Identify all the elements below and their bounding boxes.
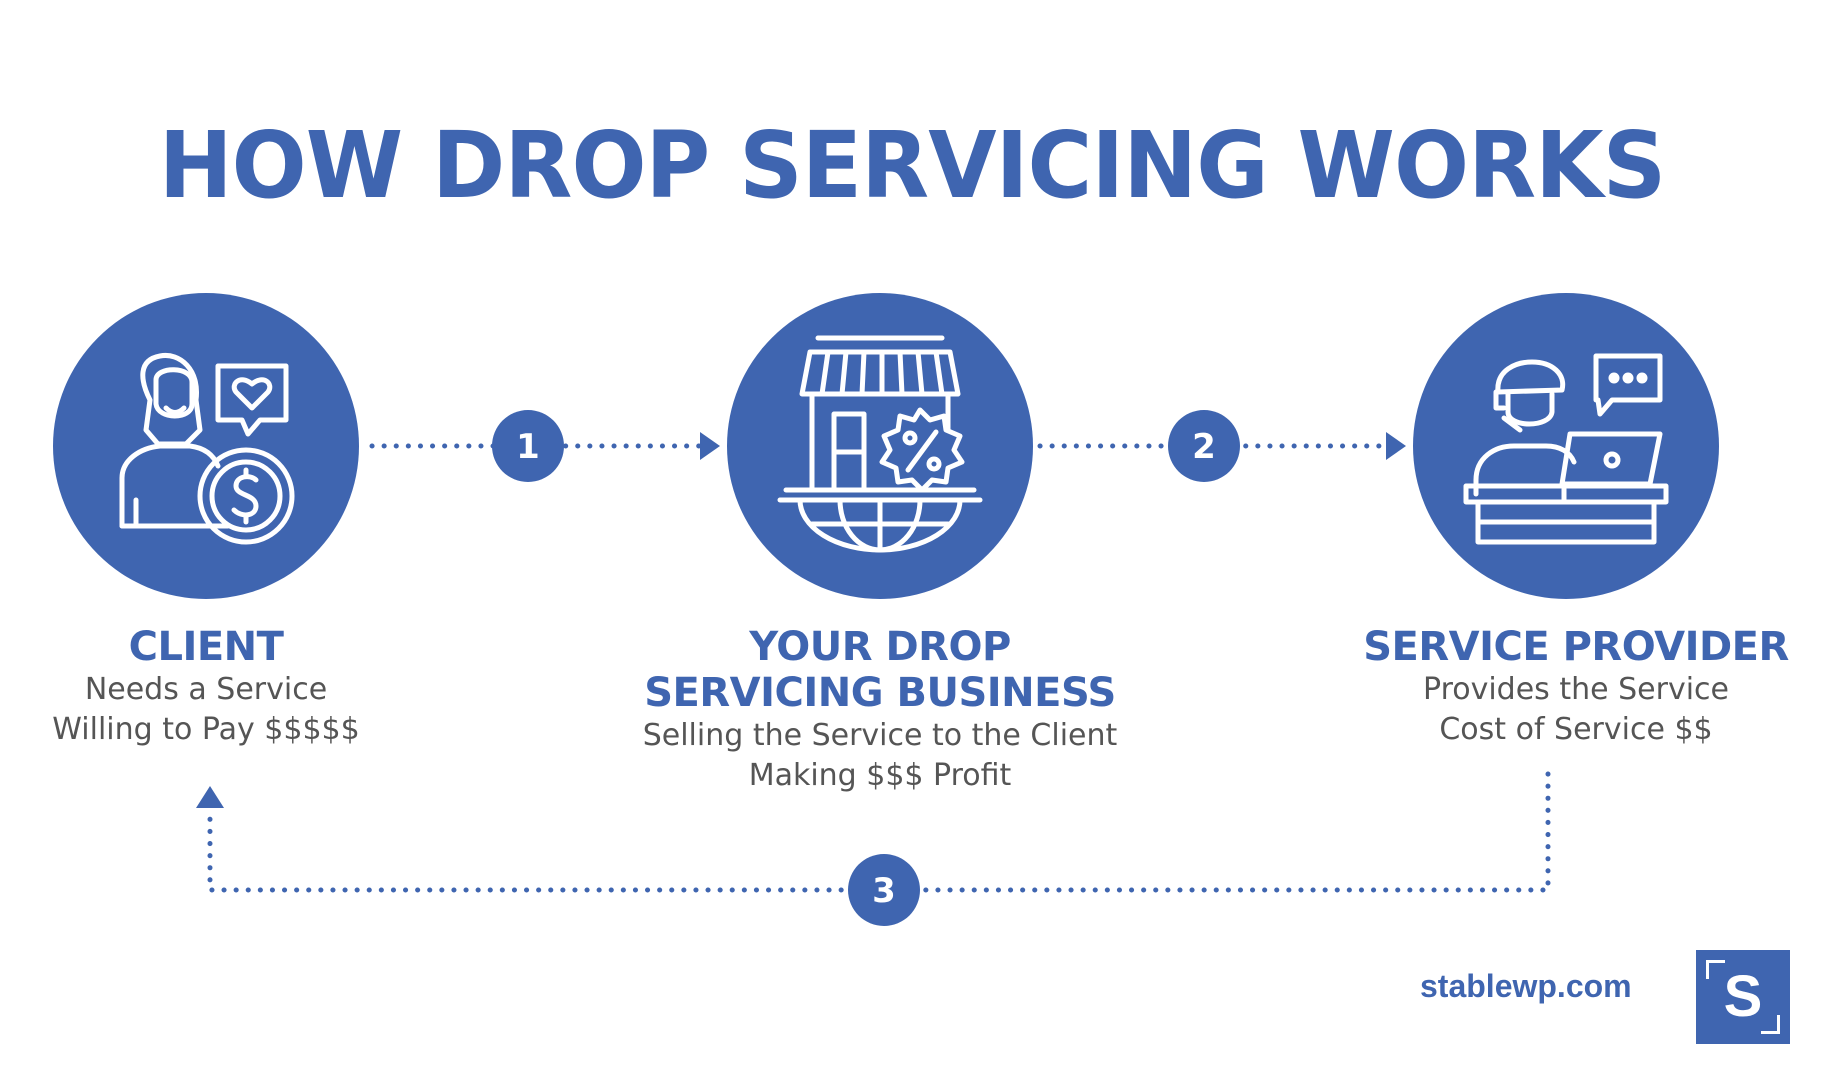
business-desc-line-1: Selling the Service to the Client bbox=[642, 718, 1118, 753]
logo-corner-icon bbox=[1761, 1015, 1780, 1034]
provider-desc-line-2: Cost of Service $$ bbox=[1439, 712, 1713, 747]
arrowhead-right-icon bbox=[700, 432, 720, 460]
provider-title: SERVICE PROVIDER bbox=[1363, 624, 1789, 670]
step-marker-3: 3 bbox=[848, 854, 920, 926]
storefront-percent-globe-icon bbox=[777, 335, 983, 553]
business-title-line-1: YOUR DROP bbox=[749, 624, 1011, 670]
client-desc-line-1: Needs a Service bbox=[84, 672, 328, 707]
step-number: 3 bbox=[872, 871, 896, 911]
logo-corner-icon bbox=[1706, 960, 1725, 979]
provider-desc-line-1: Provides the Service bbox=[1423, 672, 1729, 707]
step-marker-1: 1 bbox=[492, 410, 564, 482]
logo-letter: S bbox=[1723, 964, 1763, 1029]
brand-logo: S bbox=[1696, 950, 1790, 1044]
step-marker-2: 2 bbox=[1168, 410, 1240, 482]
arrowhead-right-icon bbox=[1386, 432, 1406, 460]
support-agent-laptop-chat-icon bbox=[1463, 353, 1669, 545]
client-woman-heart-dollar-icon bbox=[119, 352, 295, 545]
client-title: CLIENT bbox=[128, 624, 284, 670]
arrowhead-up-icon bbox=[196, 786, 224, 808]
business-title-line-2: SERVICING BUSINESS bbox=[644, 670, 1116, 716]
brand-site[interactable]: stablewp.com bbox=[1420, 968, 1632, 1004]
step-number: 2 bbox=[1192, 427, 1216, 467]
client-desc-line-2: Willing to Pay $$$$$ bbox=[52, 712, 360, 747]
business-desc-line-2: Making $$$ Profit bbox=[748, 758, 1012, 793]
client-node bbox=[53, 293, 359, 599]
business-node bbox=[727, 293, 1033, 599]
provider-node bbox=[1413, 293, 1719, 599]
step-number: 1 bbox=[516, 427, 540, 467]
page-title: HOW DROP SERVICING WORKS bbox=[158, 112, 1667, 219]
